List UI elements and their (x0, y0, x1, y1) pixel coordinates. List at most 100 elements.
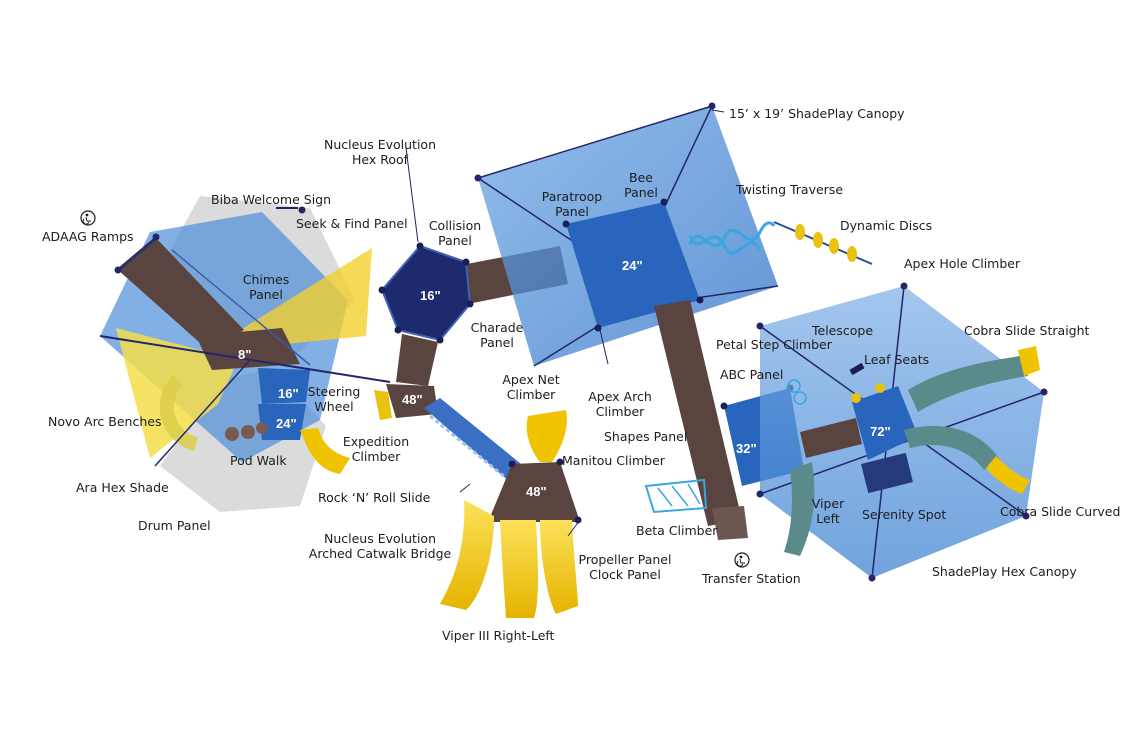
label-biba-welcome-sign: Biba Welcome Sign (211, 192, 332, 207)
wheelchair-access-icon (734, 552, 750, 568)
wheelchair-access-icon (80, 210, 96, 226)
label-chimes-panel-line2: Panel (249, 287, 283, 302)
nucleus-hex-roof (382, 246, 470, 340)
label-cobra-slide-curved: Cobra Slide Curved (1000, 504, 1121, 519)
label-steering-wheel-line2: Wheel (314, 399, 354, 414)
label-expedition-climber-line2: Climber (351, 449, 401, 464)
label-bee-panel-line2: Panel (624, 185, 658, 200)
label-serenity-spot: Serenity Spot (862, 507, 947, 522)
height-16in-left: 16" (278, 386, 299, 401)
label-cobra-slide-straight: Cobra Slide Straight (964, 323, 1090, 338)
label-apex-net-climber-line1: Apex Net (502, 372, 560, 387)
label-bee-panel-line1: Bee (629, 170, 653, 185)
deck-72in (852, 386, 918, 460)
left-structure (99, 196, 391, 512)
deck-48in-mid (386, 384, 438, 418)
label-nucleus-catwalk-line2: Arched Catwalk Bridge (308, 546, 452, 561)
walkway-to-72 (800, 418, 862, 458)
deck-24in-left (258, 404, 306, 440)
shadeplay-canopy-structure (474, 102, 873, 367)
viper-iii-middle-slide (500, 520, 538, 618)
deck-16in-left (258, 368, 310, 404)
walkway-down (396, 334, 438, 386)
label-propeller-panel: Propeller Panel (578, 552, 672, 567)
height-24in-left: 24" (276, 416, 297, 431)
label-steering-wheel: Steering Wheel (306, 384, 362, 414)
label-clock-panel: Clock Panel (589, 567, 661, 582)
leader-lines (276, 109, 725, 537)
label-viper-left: Viper Left (808, 496, 848, 526)
label-viper-left-line1: Viper (811, 496, 845, 511)
label-nucleus-catwalk: Nucleus Evolution Arched Catwalk Bridge (306, 531, 454, 561)
shadeplay-hex-canopy-structure (756, 282, 1048, 582)
label-shadeplay-canopy: 15’ x 19’ ShadePlay Canopy (729, 106, 905, 121)
label-adaag-ramps: ADAAG Ramps (42, 229, 134, 244)
height-8in: 8" (238, 347, 251, 362)
label-seek-find-panel: Seek & Find Panel (296, 216, 408, 231)
label-collision-panel-line1: Collision (428, 218, 482, 233)
label-apex-net-climber-line2: Climber (506, 387, 556, 402)
label-dynamic-discs: Dynamic Discs (840, 218, 933, 233)
label-shapes-panel: Shapes Panel (604, 429, 688, 444)
arched-catwalk-bridge (424, 398, 526, 482)
beta-climber-shape (644, 478, 708, 514)
label-collision-panel-line2: Panel (438, 233, 472, 248)
label-expedition-climber-line1: Expedition (342, 434, 410, 449)
label-charade-panel-line2: Panel (480, 335, 514, 350)
height-24in-canopy: 24" (622, 258, 643, 273)
label-pod-walk: Pod Walk (230, 453, 287, 468)
label-nucleus-hex-roof: Nucleus Evolution Hex Roof (318, 137, 442, 167)
label-chimes-panel-line1: Chimes (242, 272, 290, 287)
label-transfer-station: Transfer Station (702, 571, 801, 586)
label-abc-panel: ABC Panel (720, 367, 784, 382)
yellow-shade-right (205, 248, 372, 352)
label-collision-panel: Collision Panel (420, 218, 490, 248)
deck-24in-canopy (566, 202, 700, 328)
label-apex-arch-climber-line1: Apex Arch (588, 389, 652, 404)
height-16in-hex: 16" (420, 288, 441, 303)
deck-48in-bottom (488, 462, 580, 522)
label-leaf-seats: Leaf Seats (864, 352, 930, 367)
label-manitou-climber: Manitou Climber (562, 453, 665, 468)
label-charade-panel-line1: Charade (470, 320, 524, 335)
label-chimes-panel: Chimes Panel (236, 272, 296, 302)
height-48in-deck: 48" (526, 484, 547, 499)
deck-8in (196, 328, 300, 370)
height-48in-mid: 48" (402, 392, 423, 407)
label-beta-climber: Beta Climber (636, 523, 718, 538)
transfer-station-steps (712, 506, 748, 540)
cobra-slide-curved-shape (904, 425, 1000, 470)
expedition-climber-shape (374, 390, 392, 420)
label-novo-arc-benches: Novo Arc Benches (48, 414, 162, 429)
bottom-deck-structure (440, 410, 582, 618)
label-drum-panel: Drum Panel (138, 518, 211, 533)
rock-n-roll-slide-left (300, 428, 350, 474)
label-twisting-traverse: Twisting Traverse (736, 182, 844, 197)
adaag-ramp (118, 238, 244, 350)
label-nucleus-catwalk-line1: Nucleus Evolution (324, 531, 436, 546)
label-paratroop-panel: Paratroop Panel (536, 189, 608, 219)
viper-iii-left-slide (440, 500, 494, 610)
novo-arc-benches-shape (159, 375, 198, 451)
label-apex-arch-climber: Apex Arch Climber (582, 389, 658, 419)
viper-iii-right-slide (540, 520, 578, 614)
label-expedition-climber: Expedition Climber (338, 434, 414, 464)
label-shadeplay-hex-canopy: ShadePlay Hex Canopy (932, 564, 1077, 579)
label-ara-hex-shade: Ara Hex Shade (76, 480, 169, 495)
serenity-spot-shape (861, 452, 913, 494)
height-32in: 32" (736, 441, 757, 456)
manitou-climber-shape (526, 410, 567, 462)
label-telescope: Telescope (812, 323, 874, 338)
label-bee-panel: Bee Panel (616, 170, 666, 200)
label-propeller-clock-panel: Propeller Panel Clock Panel (572, 552, 678, 582)
label-viper-iii: Viper III Right-Left (442, 628, 555, 643)
label-apex-arch-climber-line2: Climber (595, 404, 645, 419)
viper-left-slide (784, 462, 815, 556)
label-charade-panel: Charade Panel (464, 320, 530, 350)
cobra-slide-straight-shape (908, 356, 1028, 412)
label-apex-net-climber: Apex Net Climber (498, 372, 564, 402)
height-72in: 72" (870, 424, 891, 439)
label-viper-left-line2: Left (816, 511, 840, 526)
